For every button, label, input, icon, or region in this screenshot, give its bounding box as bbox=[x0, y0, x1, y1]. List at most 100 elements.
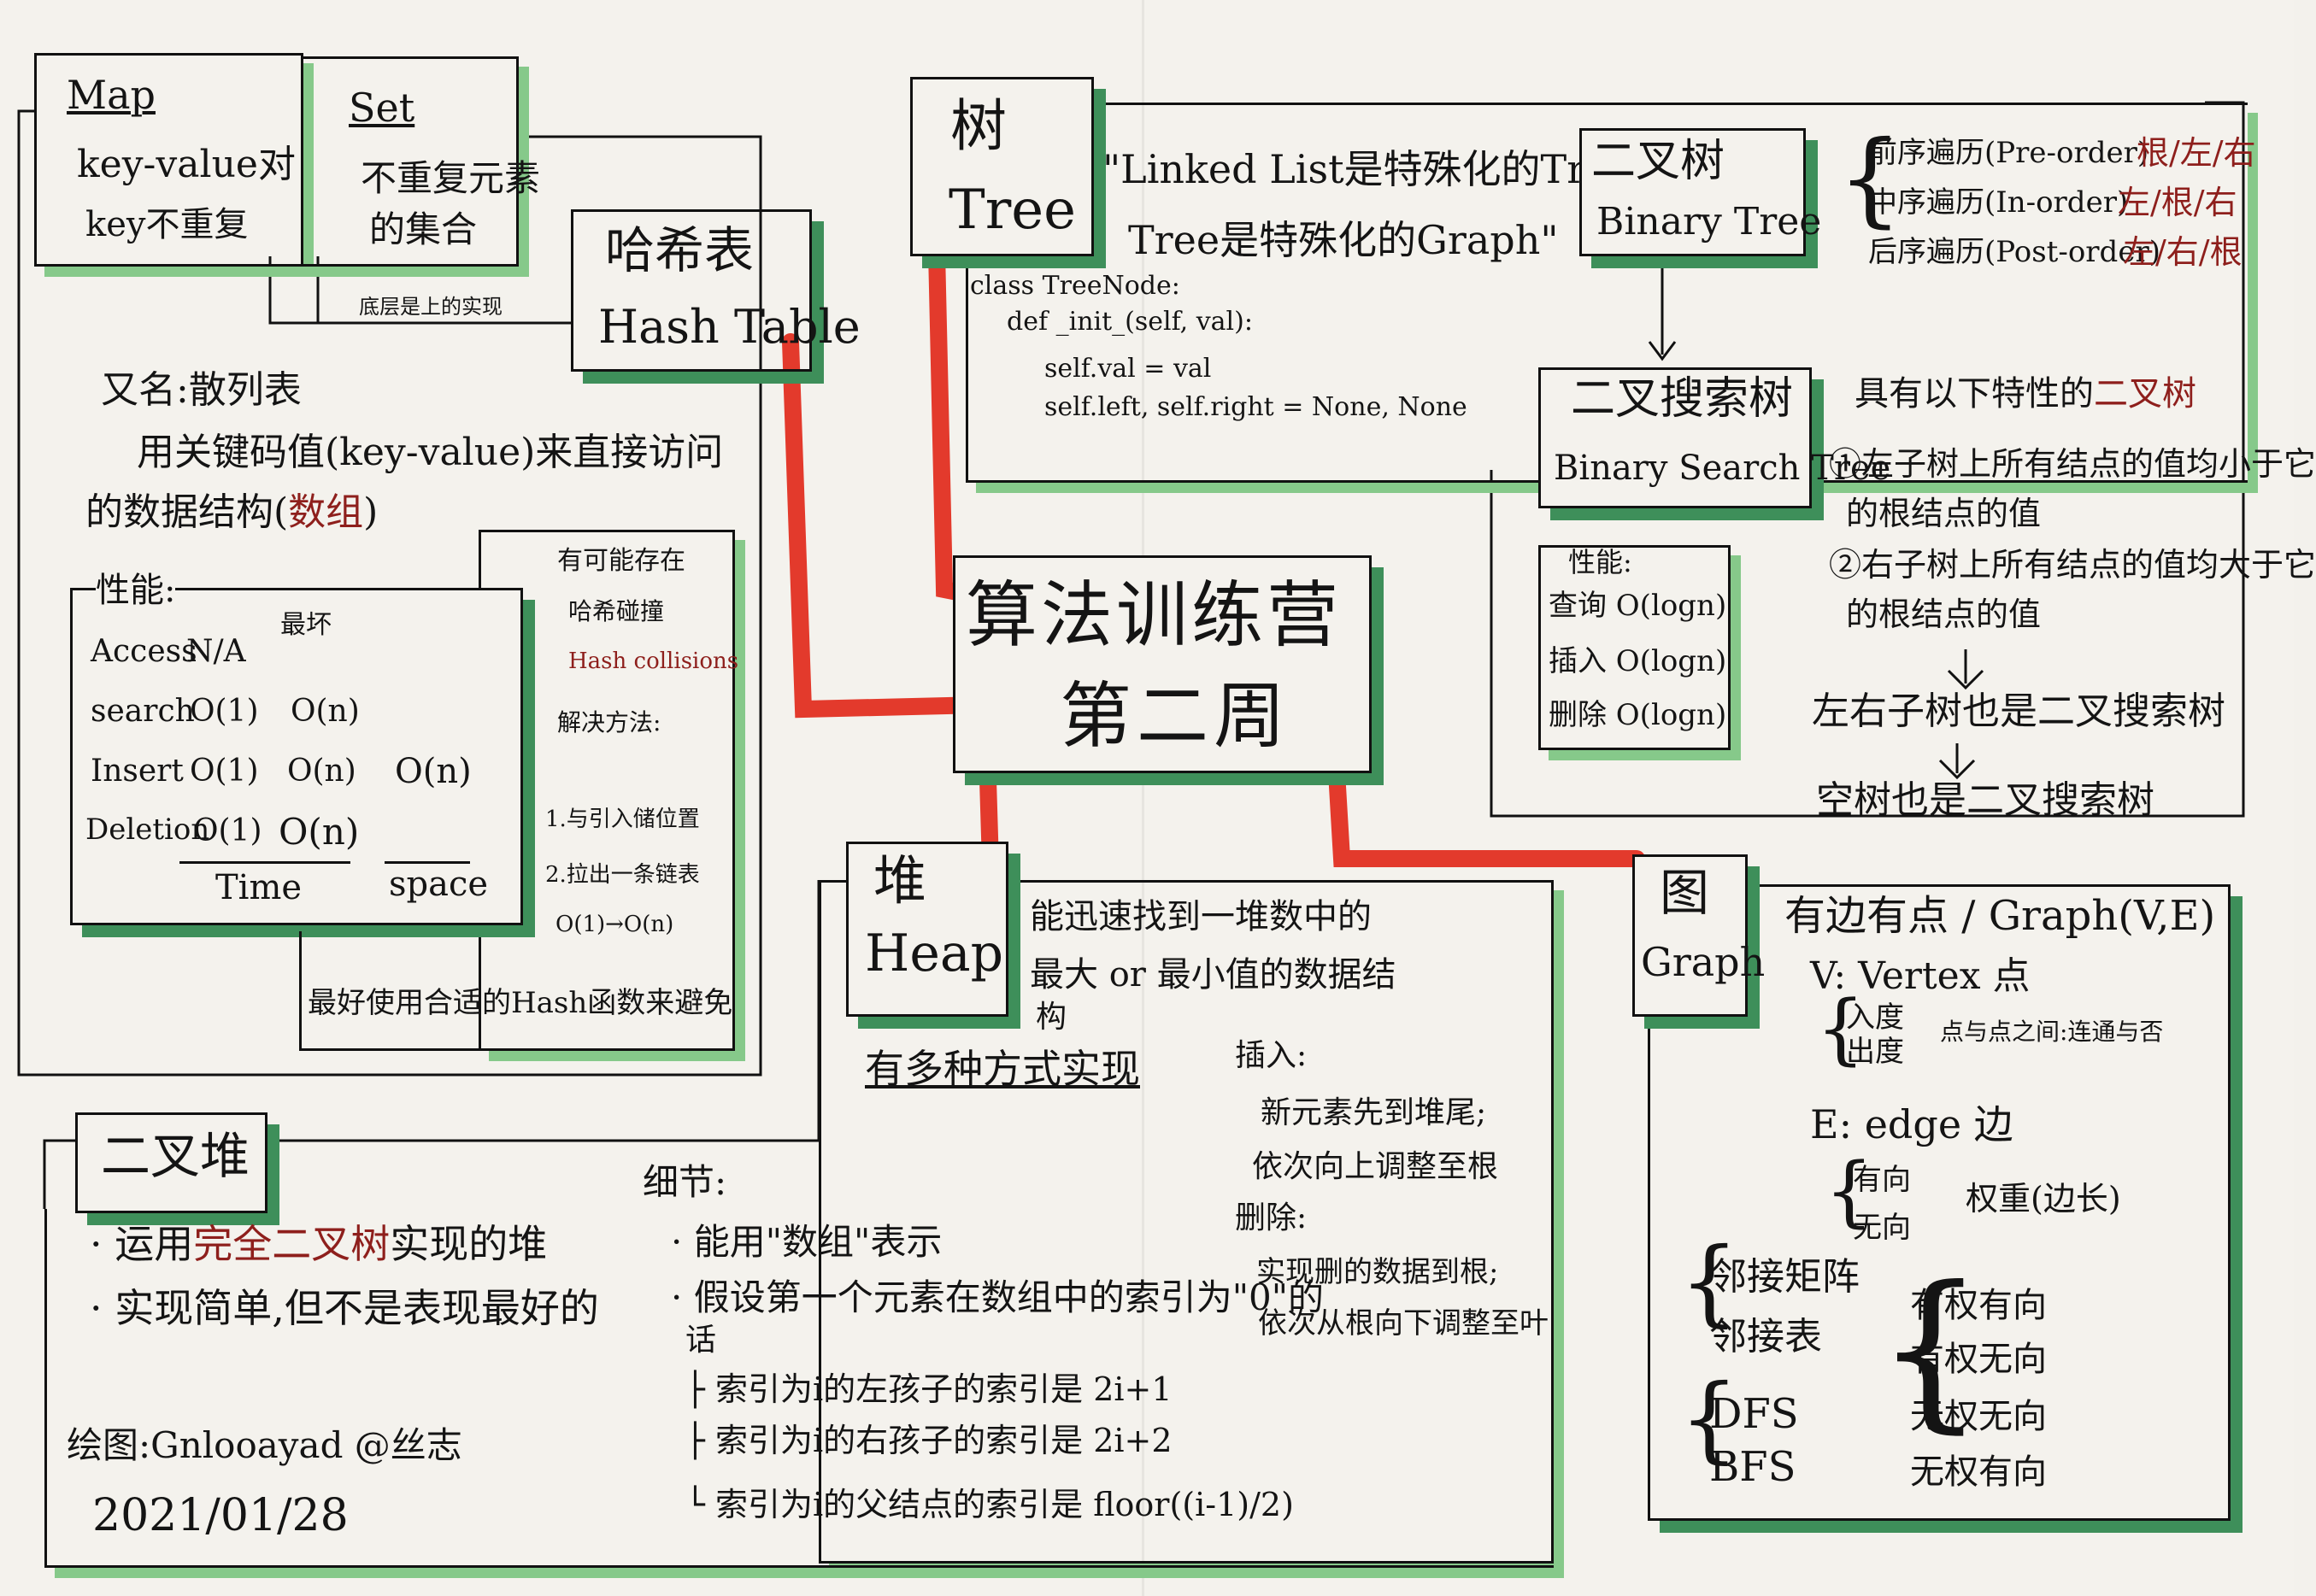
heap-desc-3: 构 bbox=[1036, 1000, 1067, 1035]
center-line-2: 第二周 bbox=[1060, 674, 1291, 758]
graph-title-en: Graph bbox=[1641, 939, 1766, 985]
tree-title-cn: 树 bbox=[950, 93, 1007, 159]
hash-note-2: 哈希碰撞 bbox=[568, 597, 665, 625]
hash-time-label: Time bbox=[215, 868, 303, 907]
binheap-detail-4: ├ 索引为i的右孩子的索引是 2i+2 bbox=[685, 1422, 1173, 1459]
graph-adj-list: 邻接表 bbox=[1709, 1315, 1822, 1358]
tree-code-3: self.left, self.right = None, None bbox=[1044, 392, 1467, 422]
hash-note-7: O(1)→O(n) bbox=[555, 912, 674, 937]
red-link-hash bbox=[782, 333, 991, 719]
binheap-detail-3: ├ 索引为i的左孩子的索引是 2i+1 bbox=[685, 1370, 1173, 1408]
graph-kind-1: 有权无向 bbox=[1910, 1340, 2047, 1379]
binheap-detail-1: · 能用"数组"表示 bbox=[671, 1221, 943, 1263]
tree-quote-1: "Linked List是特殊化的Tree bbox=[1102, 146, 1632, 192]
hash-note-1: 有可能存在 bbox=[557, 546, 685, 576]
binheap-title-box bbox=[75, 1112, 267, 1213]
hash-perf-title: 性能: bbox=[96, 571, 176, 610]
hash-row-1-time: O(1) bbox=[190, 694, 259, 729]
map-line-1: key-value对 bbox=[77, 143, 296, 186]
map-line-2: key不重复 bbox=[85, 205, 249, 244]
binary-tree-box bbox=[1579, 128, 1806, 256]
binheap-detail-title: 细节: bbox=[643, 1161, 727, 1203]
graph-title-box bbox=[1632, 854, 1748, 1017]
trav-brace: { bbox=[1837, 120, 1903, 238]
graph-line-1: 有边有点 / Graph(V,E) bbox=[1784, 892, 2216, 940]
binheap-title: 二叉堆 bbox=[101, 1127, 250, 1185]
binheap-b1-pre: · 运用 bbox=[90, 1221, 194, 1267]
tree-title-en: Tree bbox=[949, 179, 1077, 242]
heap-desc-2: 最大 or 最小值的数据结 bbox=[1030, 955, 1396, 995]
hash-title-en: Hash Table bbox=[598, 300, 861, 354]
bst-title-en: Binary Search Tree bbox=[1554, 449, 1891, 488]
map-set-link-label: 底层是上的实现 bbox=[359, 295, 503, 319]
trav-2-name: 后序遍历(Post-order) bbox=[1868, 235, 2160, 269]
hash-row-2-time: O(1) bbox=[190, 754, 259, 789]
graph-line-2: V: Vertex 点 bbox=[1810, 954, 2031, 998]
graph-kind-3: 无权有向 bbox=[1910, 1452, 2047, 1492]
hash-row-3-op: Deletion bbox=[85, 813, 210, 847]
hash-row-0-time: N/A bbox=[186, 634, 246, 669]
hash-row-0-op: Access bbox=[91, 634, 197, 669]
hash-alias: 又名:散列表 bbox=[101, 368, 302, 412]
tree-title-box bbox=[910, 77, 1094, 256]
red-link-graph bbox=[1326, 735, 1645, 867]
tree-code-0: class TreeNode: bbox=[970, 271, 1180, 301]
graph-title-cn: 图 bbox=[1660, 864, 1710, 922]
hash-desc-2-end: ) bbox=[363, 490, 379, 534]
trav-1-order: 左/根/右 bbox=[2118, 184, 2237, 221]
bst-p1b: 的根结点的值 bbox=[1846, 495, 2042, 532]
trav-0-name: 前序遍历(Pre-order) bbox=[1868, 136, 2149, 170]
binheap-b1-post: 实现的堆 bbox=[390, 1221, 548, 1267]
bst-p2b: 的根结点的值 bbox=[1846, 596, 2042, 633]
heap-insert-2: 依次向上调整至根 bbox=[1252, 1149, 1499, 1184]
paper-crease bbox=[1142, 0, 1144, 1596]
binheap-detail-2a: · 假设第一个元素在数组中的索引为"0"的 bbox=[671, 1276, 1325, 1318]
time-underline bbox=[179, 861, 350, 864]
hash-row-1-worst: O(n) bbox=[291, 694, 360, 729]
graph-connectivity: 点与点之间:连通与否 bbox=[1940, 1018, 2164, 1046]
map-title: Map bbox=[67, 72, 156, 118]
binheap-detail-2b: 话 bbox=[685, 1323, 717, 1358]
binary-tree-title-en: Binary Tree bbox=[1596, 200, 1822, 244]
space-underline bbox=[385, 861, 470, 864]
map-set-link-line bbox=[268, 256, 571, 325]
hash-row-2-op: Insert bbox=[91, 754, 184, 789]
center-title-box bbox=[953, 555, 1372, 773]
bst-perf-box bbox=[1538, 545, 1731, 750]
graph-dfs: DFS bbox=[1709, 1390, 1799, 1438]
bst-p3: 左右子树也是二叉搜索树 bbox=[1812, 689, 2225, 733]
hash-perf-box bbox=[70, 588, 523, 925]
bst-p1a: ①左子树上所有结点的值均小于它 bbox=[1829, 445, 2316, 483]
bst-def-title-red: 二叉树 bbox=[2094, 374, 2196, 414]
hash-row-3-time: O(1) bbox=[193, 813, 262, 848]
heap-delete-2: 依次从根向下调整至叶 bbox=[1258, 1306, 1549, 1341]
graph-directed: 有向 bbox=[1853, 1163, 1911, 1197]
set-line-2: 的集合 bbox=[369, 208, 478, 250]
graph-content-box bbox=[1648, 884, 2231, 1521]
heap-insert-1: 新元素先到堆尾; bbox=[1261, 1095, 1487, 1130]
hash-note-bottom: 最好使用合适的Hash函数来避免 bbox=[308, 986, 733, 1020]
heap-title-en: Heap bbox=[865, 924, 1004, 983]
bst-def-title: 具有以下特性的二叉树 bbox=[1855, 374, 2196, 414]
hash-row-2-space: O(n) bbox=[395, 752, 472, 791]
hash-desc-2-text: 的数据结构( bbox=[85, 490, 289, 534]
bst-perf-title: 性能: bbox=[1568, 546, 1632, 578]
binheap-bullet-1: · 运用完全二叉树实现的堆 bbox=[90, 1222, 547, 1267]
bst-p4: 空树也是二叉搜索树 bbox=[1816, 778, 2154, 822]
trav-2-order: 左/右/根 bbox=[2123, 233, 2243, 271]
binheap-content-box bbox=[44, 1209, 1554, 1568]
hash-table-title-box bbox=[571, 209, 812, 372]
heap-delete-1: 实现删的数据到根; bbox=[1256, 1255, 1499, 1289]
tree-quote-2: Tree是特殊化的Graph" bbox=[1128, 217, 1559, 263]
tree-code-1: def _init_(self, val): bbox=[1007, 307, 1253, 337]
set-line-1: 不重复元素 bbox=[361, 157, 541, 199]
graph-weight: 权重(边长) bbox=[1966, 1180, 2121, 1218]
heap-title-cn: 堆 bbox=[873, 849, 927, 912]
bst-title-cn: 二叉搜索树 bbox=[1571, 373, 1794, 425]
graph-line-4: E: edge 边 bbox=[1810, 1101, 2013, 1147]
bst-perf-1: 插入 O(logn) bbox=[1549, 644, 1727, 678]
graph-kind-2: 无权无向 bbox=[1910, 1397, 2047, 1436]
hash-note-3: Hash collisions bbox=[568, 648, 739, 674]
hash-note-6: 2.拉出一条链表 bbox=[545, 862, 700, 888]
heap-content-box bbox=[819, 880, 1554, 1564]
